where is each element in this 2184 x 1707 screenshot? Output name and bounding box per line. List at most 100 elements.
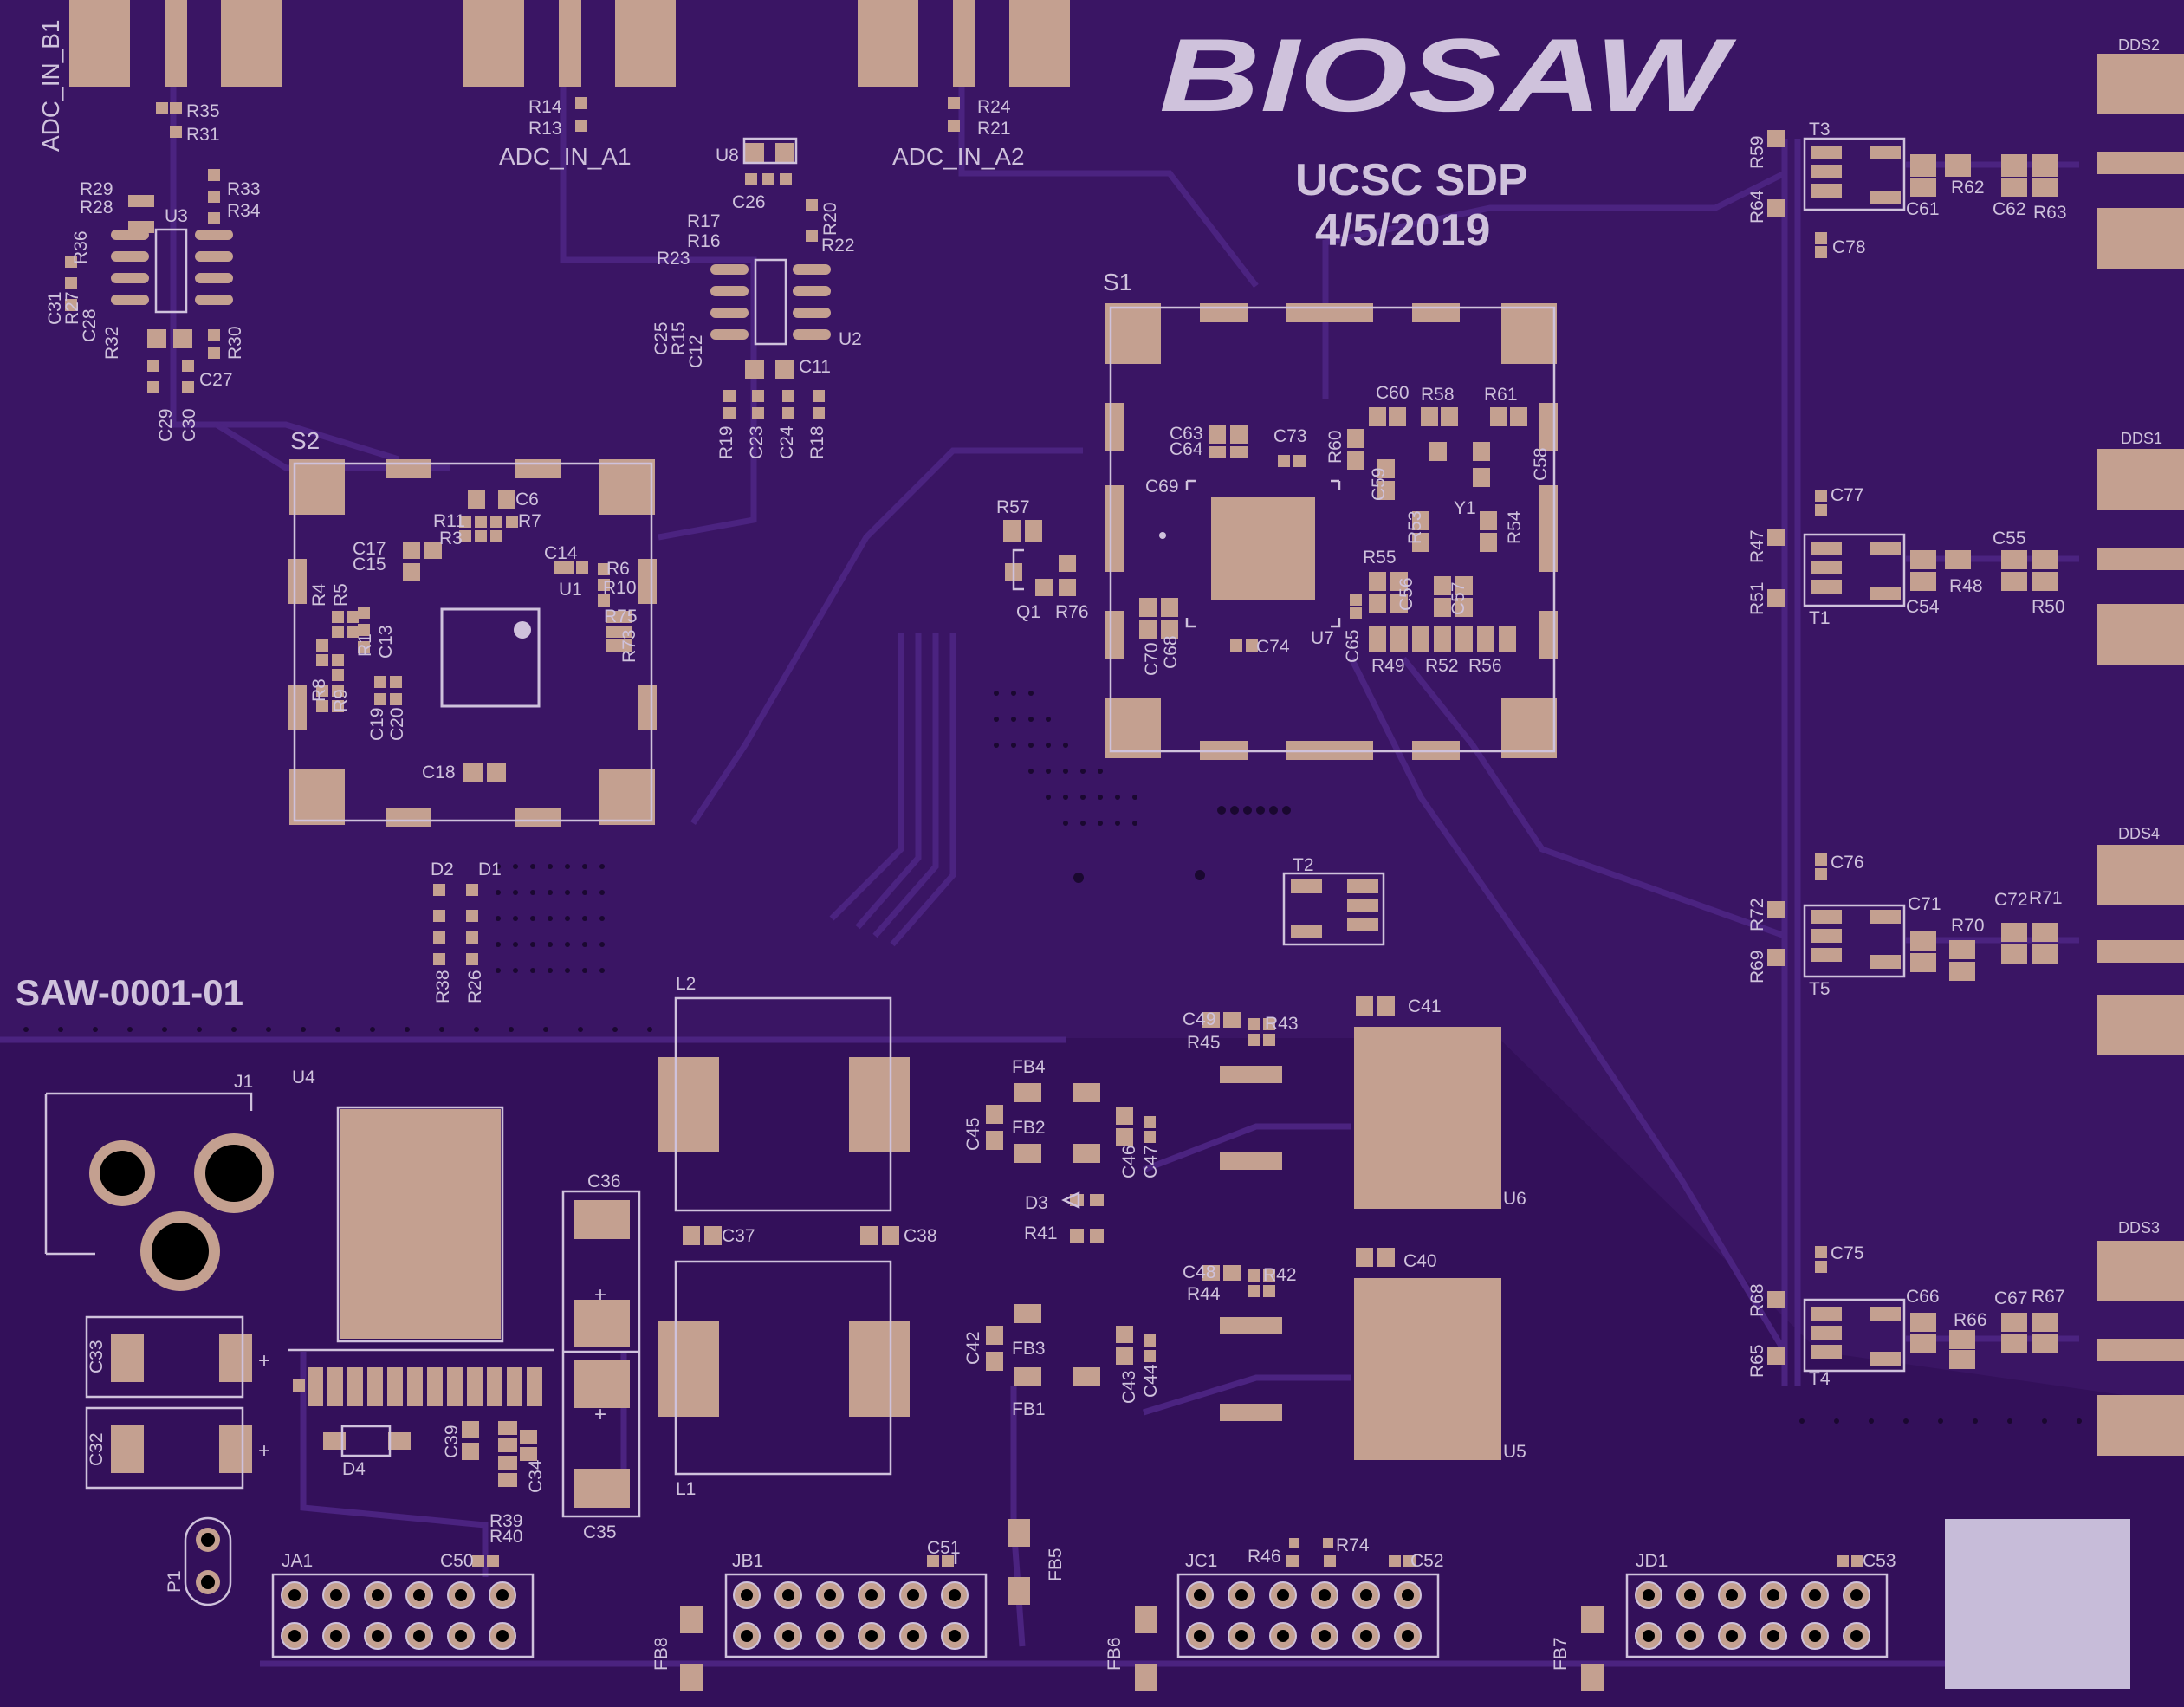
designator: R40: [489, 1527, 523, 1547]
designator: R70: [1951, 916, 1985, 936]
net-label-adc-in-b1: ADC_IN_B1: [37, 19, 64, 152]
designator: C66: [1906, 1287, 1940, 1307]
designator: R13: [528, 119, 562, 139]
designator: R3: [439, 529, 463, 548]
designator: C11: [799, 357, 831, 377]
designator: T4: [1809, 1369, 1831, 1389]
board-logo: BIOSAW: [1159, 17, 1737, 133]
designator: R61: [1484, 385, 1518, 405]
designator: R76: [1055, 602, 1089, 622]
designator: R30: [225, 326, 245, 360]
designator: C60: [1376, 383, 1410, 403]
designator: C33: [87, 1340, 107, 1373]
net-label-adc-in-a2: ADC_IN_A2: [892, 143, 1025, 170]
designator: U8: [716, 146, 739, 166]
board-part-number: SAW-0001-01: [16, 972, 243, 1013]
designator: R57: [996, 497, 1030, 517]
designator: C37: [722, 1226, 755, 1246]
silkscreen-outlines: [44, 137, 1906, 1606]
designator: R18: [807, 425, 827, 459]
designator: FB4: [1012, 1057, 1046, 1077]
designator: R19: [716, 425, 736, 459]
designator: S2: [290, 427, 320, 454]
designator: P1: [165, 1570, 185, 1593]
designator: R39: [489, 1511, 523, 1531]
designator: R62: [1951, 178, 1985, 198]
designator: R32: [102, 326, 122, 360]
designator: C36: [587, 1172, 621, 1191]
designator: JC1: [1185, 1551, 1217, 1571]
designator: R49: [1371, 656, 1405, 676]
designator: R24: [977, 97, 1011, 117]
polarity-markers: + + + +: [258, 1283, 606, 1463]
designator: T3: [1809, 120, 1831, 140]
designator: C58: [1531, 447, 1551, 481]
designator: L1: [676, 1479, 696, 1499]
designator: C15: [353, 555, 386, 574]
designator: S1: [1103, 269, 1132, 295]
designator: C23: [747, 425, 767, 459]
designator: R43: [1265, 1014, 1299, 1034]
designator: JB1: [732, 1551, 763, 1571]
net-label-adc-in-a1: ADC_IN_A1: [499, 143, 632, 170]
designator: T1: [1809, 608, 1831, 628]
designator: C6: [515, 490, 539, 510]
designator: R46: [1248, 1547, 1281, 1567]
designator: R45: [1187, 1033, 1221, 1053]
designator: R26: [465, 970, 485, 1003]
designator: C45: [963, 1117, 983, 1151]
designator: C39: [442, 1425, 462, 1458]
designator: R69: [1747, 950, 1767, 983]
header-jd1: [1635, 1581, 1870, 1650]
designator: C47: [1141, 1145, 1161, 1178]
board-institution: UCSC SDP: [1295, 155, 1528, 205]
pin1-marker-u1: [514, 621, 531, 639]
designator: R75: [604, 607, 638, 626]
designator: C31: [45, 291, 65, 325]
designator: C42: [963, 1331, 983, 1365]
designator: R66: [1954, 1310, 1987, 1330]
designator: C27: [199, 370, 233, 390]
designator: C75: [1831, 1243, 1864, 1263]
designator: R68: [1747, 1283, 1767, 1317]
designator: R29: [80, 179, 113, 199]
designator: C69: [1145, 477, 1179, 497]
designator: C62: [1993, 199, 2026, 219]
designator: C67: [1994, 1288, 2028, 1308]
designator: C44: [1141, 1364, 1161, 1398]
designator: R4: [309, 583, 329, 607]
designator: R48: [1949, 576, 1983, 596]
designator: R42: [1263, 1265, 1297, 1285]
designator: U7: [1311, 628, 1334, 648]
designator: C56: [1397, 577, 1416, 611]
designator: C64: [1170, 439, 1203, 459]
designator: R60: [1325, 430, 1345, 464]
designator: C38: [904, 1226, 937, 1246]
designator: JA1: [282, 1551, 313, 1571]
svg-text:+: +: [594, 1403, 606, 1426]
designator: R51: [1747, 581, 1767, 615]
designator: C53: [1863, 1551, 1896, 1571]
designator: R52: [1425, 656, 1459, 676]
designator: R63: [2033, 203, 2067, 223]
designator: C49: [1183, 1009, 1216, 1029]
designator: C51: [927, 1538, 961, 1558]
designator: T5: [1809, 979, 1831, 999]
designator: R34: [227, 201, 261, 221]
designator: FB2: [1012, 1118, 1046, 1138]
designator: C43: [1119, 1370, 1139, 1404]
svg-text:+: +: [594, 1283, 606, 1307]
through-holes: [89, 1133, 274, 1594]
designator: C29: [156, 408, 176, 442]
designator: L2: [676, 974, 696, 994]
designator: DDS2: [2118, 36, 2160, 54]
designator: C76: [1831, 853, 1864, 873]
designator: J1: [234, 1072, 253, 1092]
designator: R20: [820, 202, 840, 236]
designator: R50: [2032, 597, 2065, 617]
designator: R53: [1405, 510, 1425, 544]
designator: R47: [1747, 529, 1767, 563]
designator: Y1: [1454, 498, 1476, 518]
designator: JD1: [1636, 1551, 1668, 1571]
designator: C74: [1256, 637, 1290, 657]
